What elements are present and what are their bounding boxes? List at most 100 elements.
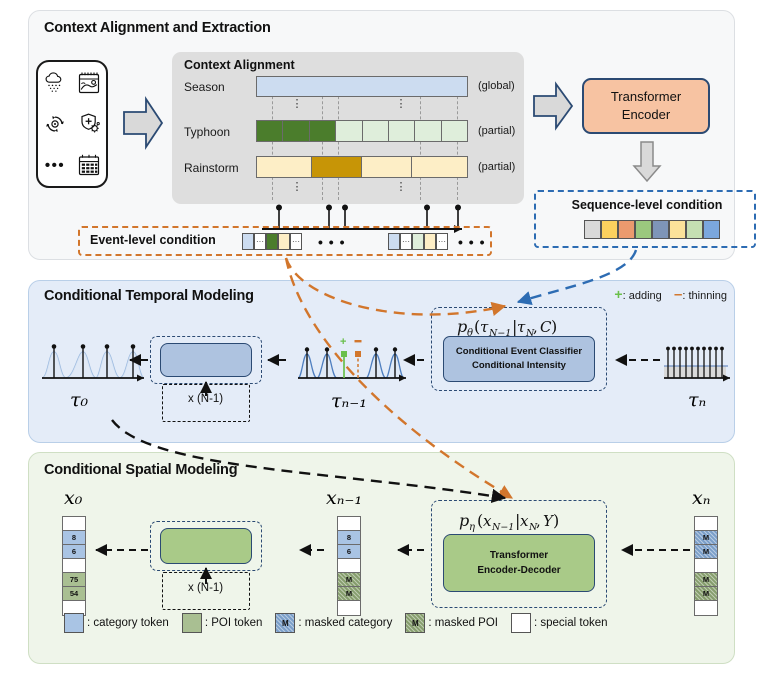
tau-n-label: τₙ [688,389,707,411]
ellipsis-icon: ••• [44,156,66,174]
sequence-token [686,220,703,239]
token-cell-mpoi: M [338,587,360,601]
rainstorm-bar [256,156,468,178]
x-n-minus-1-label: xₙ₋₁ [326,487,363,509]
block-arrow-right-icon [122,95,164,156]
typhoon-cell [336,121,363,141]
health-shield-virus-icon [76,111,102,137]
token-cell-special [338,559,360,573]
rainstorm-cell [312,157,362,177]
sequence-token [652,220,669,239]
sequence-token [584,220,601,239]
tau-n-spike-plot [662,338,736,389]
svg-text:): ) [553,511,559,530]
typhoon-cell [362,121,389,141]
thinning-label: : thinning [682,290,727,302]
svg-text:η: η [469,522,475,533]
vdots-lower-2: ⋮ [395,181,407,193]
event-token-group-2: ······ [388,233,448,250]
sequence-token [669,220,686,239]
event-level-condition-label: Event-level condition [90,233,216,247]
token-cell-cat: 8 [338,531,360,545]
svg-text:,: , [533,318,538,336]
vdots-upper-2: ⋮ [395,98,407,110]
typhoon-bar [256,120,468,142]
event-token-dots: ··· [436,233,448,250]
svg-text:C: C [540,318,552,336]
transformer-encoder-decoder-block: Transformer Encoder-Decoder [443,534,595,592]
legend-label-poi-token: : POI token [204,617,263,629]
typhoon-cell [283,121,310,141]
token-cell-special [63,517,85,531]
temporal-legend: +: adding –: thinning [614,286,727,303]
event-mid-dots: • • • [318,234,346,250]
row-label-rainstorm: Rainstorm [184,161,239,175]
event-timeline [262,203,472,235]
token-cell-cat: 6 [63,545,85,559]
svg-text:+: + [340,336,346,348]
typhoon-cell [388,121,416,141]
vdots-lower-1: ⋮ [291,181,303,193]
token-cell-mpoi: M [338,573,360,587]
tfed-line2: Encoder-Decoder [477,565,561,576]
calendar-grid-icon [76,152,102,178]
event-token-rainstorm [424,233,436,250]
temporal-loop-count-label: x (N-1) [188,393,224,405]
event-token-typhoon [266,233,278,250]
legend-item-category-token: : category token [64,613,169,633]
token-cell-special [338,517,360,531]
thinning-dash-icon: – [674,286,683,303]
spatial-loop-block [160,528,252,564]
context-sources-card: ••• [36,60,108,188]
rainstorm-cell [362,157,412,177]
sequence-token-row [584,220,720,239]
row-label-season: Season [184,80,225,94]
rainstorm-cell [412,157,467,177]
row-tag-typhoon: (partial) [478,125,516,137]
tau-n-minus-1-spike-plot: + [296,336,412,391]
row-tag-season: (global) [478,80,515,92]
sequence-level-condition-box: Sequence-level condition [534,190,756,248]
season-bar [256,76,468,97]
token-cell-special [695,601,717,615]
temporal-panel-title: Conditional Temporal Modeling [44,288,254,304]
svg-text:τ: τ [480,318,489,336]
x-0-label: x₀ [64,487,83,509]
classifier-line2: Conditional Intensity [472,360,566,371]
tfed-line1: Transformer [489,550,549,561]
x-n-label: xₙ [692,487,711,509]
context-alignment-title: Context Alignment [184,58,295,72]
classifier-line1: Conditional Event Classifier [455,346,583,358]
sequence-token [635,220,652,239]
token-cell-mpoi: M [695,587,717,601]
token-cell-poi: 75 [63,573,85,587]
token-cell-cat: 8 [63,531,85,545]
event-level-condition-box [78,226,492,256]
token-cell-cat: 6 [338,545,360,559]
svg-text:): ) [551,317,557,336]
event-token-season [388,233,400,250]
sequence-token [618,220,635,239]
adding-label: : adding [622,290,662,302]
legend-swatch-masked-category: M [275,613,296,633]
adding-plus-icon: + [614,286,623,302]
svg-text:(: ( [477,511,483,530]
tau-0-label: τ₀ [70,389,89,411]
token-cell-special [338,601,360,615]
temporal-loop-block [160,343,252,377]
token-cell-special [63,559,85,573]
typhoon-cell [257,121,284,141]
tau-n-minus-1-label: τₙ₋₁ [331,390,367,412]
weather-calendar-icon [76,70,102,96]
svg-text:N: N [528,522,538,533]
legend-label-special-token: : special token [534,617,608,629]
transformer-encoder-line2: Encoder [621,107,671,122]
block-arrow-down-icon [632,140,662,189]
typhoon-cell [441,121,467,141]
legend-swatch-poi-token [181,613,202,633]
typhoon-cell [309,121,337,141]
